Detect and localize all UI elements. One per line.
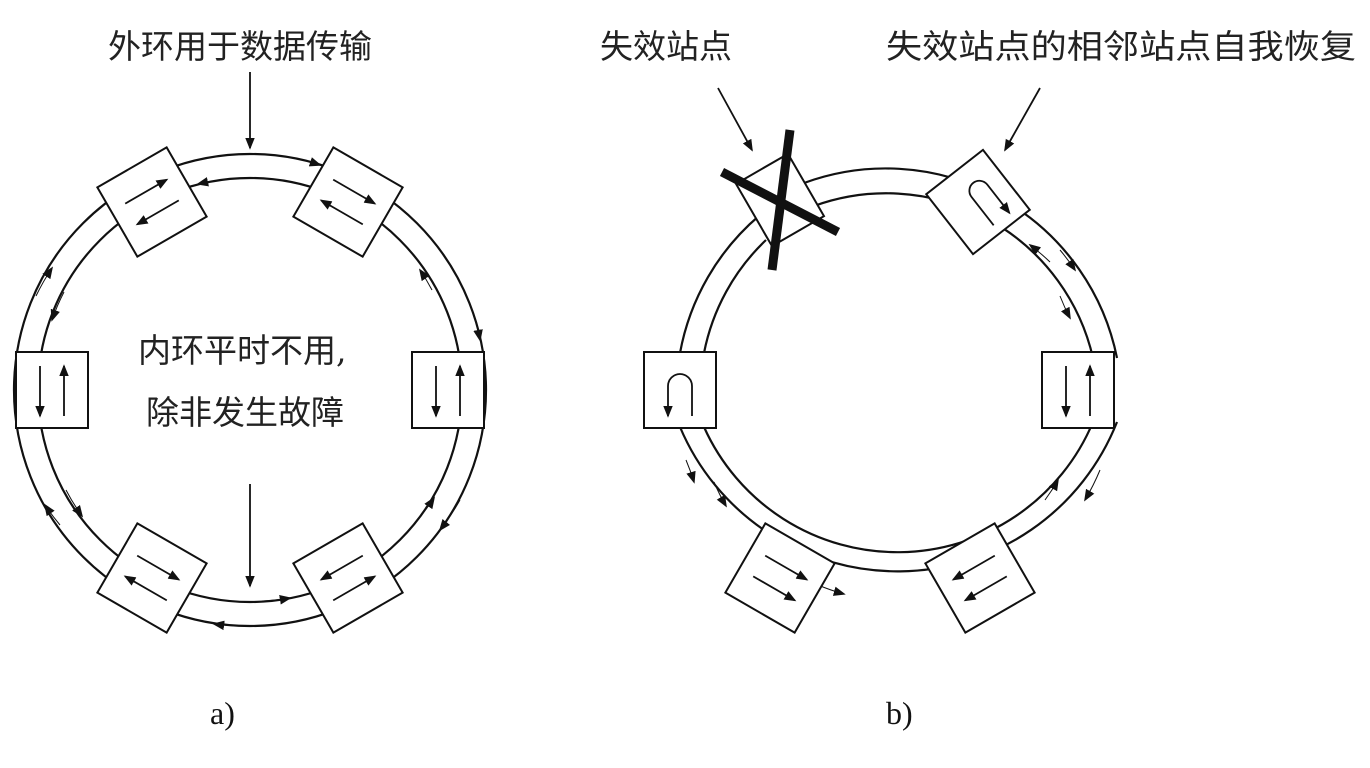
recover-station-pointer	[1004, 87, 1041, 152]
station-b-right	[1041, 351, 1115, 429]
outer-ring	[12, 152, 488, 628]
inner-ring	[702, 192, 1095, 554]
station-a-bottom-left	[95, 521, 209, 635]
station-a-top-left	[95, 145, 209, 259]
failed-station-pointer	[717, 87, 753, 152]
recover-station-label: 失效站点的相邻站点自我恢复	[886, 27, 1356, 66]
failed-station	[719, 129, 841, 271]
station-b-bottom-left	[723, 521, 837, 635]
outer-ring-arrows	[35, 157, 483, 631]
station-b-bottom-right	[923, 521, 1037, 635]
inner-ring-label-line1: 内环平时不用,	[138, 331, 347, 370]
diagram-a: 外环用于数据传输 内环平时不用, 除非发生故障 a)	[12, 27, 488, 731]
caption-a: a)	[210, 695, 235, 731]
station-a-bottom-right	[291, 521, 405, 635]
caption-b: b)	[886, 695, 913, 731]
failed-station-label: 失效站点	[600, 27, 732, 66]
diagram-b: 失效站点 失效站点的相邻站点自我恢复 b)	[600, 27, 1356, 731]
outer-ring-label: 外环用于数据传输	[108, 27, 372, 66]
station-a-left	[15, 351, 89, 429]
station-a-top-right	[291, 145, 405, 259]
station-a-right	[411, 351, 485, 429]
station-b-top-right-loopback	[924, 148, 1032, 256]
inner-ring-arrows	[50, 177, 435, 605]
station-b-left-loopback	[643, 351, 717, 429]
inner-ring-label-line2: 除非发生故障	[146, 393, 344, 432]
